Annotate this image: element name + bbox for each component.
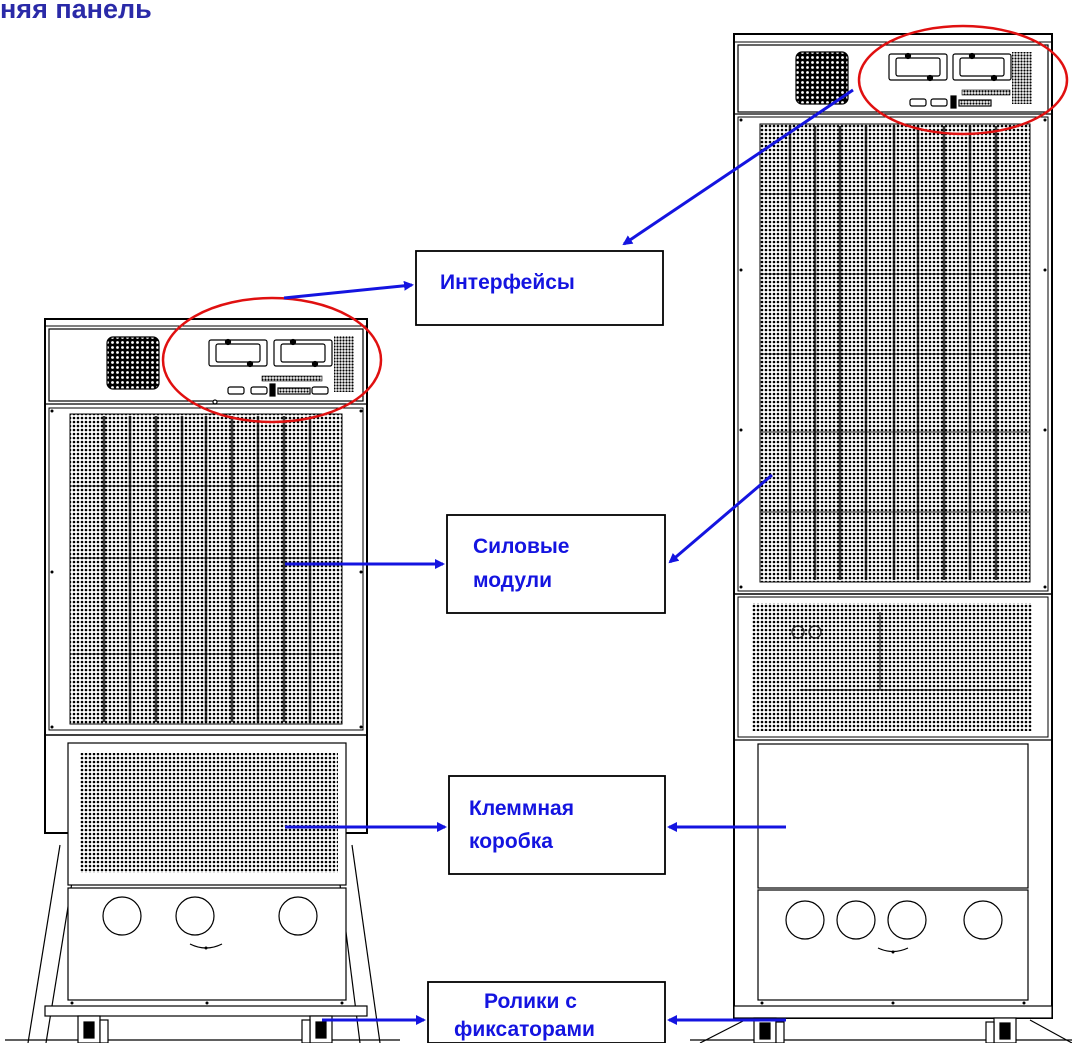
arrow-interfaces-right bbox=[622, 88, 854, 246]
tall-interface-ports bbox=[888, 52, 1032, 109]
small-power-module-dividers bbox=[102, 416, 312, 722]
tall-cable-entry-holes bbox=[785, 900, 1003, 940]
interfaces-box bbox=[415, 250, 664, 326]
arrow-interfaces-left bbox=[283, 280, 414, 300]
arrow-power-modules-right bbox=[668, 473, 773, 564]
casters-box bbox=[427, 981, 666, 1043]
tall-power-module-dividers bbox=[788, 126, 998, 580]
power-modules-label-line2: модули bbox=[473, 569, 552, 592]
small-caster-right bbox=[301, 1015, 333, 1043]
small-cabinet bbox=[5, 318, 400, 1043]
interfaces-label: Интерфейсы bbox=[440, 271, 575, 294]
terminal-box-label-line2: коробка bbox=[469, 830, 553, 853]
terminal-box-box bbox=[448, 775, 666, 875]
small-cable-entry-holes bbox=[102, 896, 318, 936]
casters-label-line1: Ролики с bbox=[484, 990, 577, 1013]
tall-cabinet bbox=[690, 33, 1072, 1043]
tall-caster-right bbox=[985, 1017, 1017, 1043]
page-title: няя панель bbox=[0, 0, 152, 24]
power-modules-label-line1: Силовые bbox=[473, 535, 570, 558]
tall-interfaces-highlight bbox=[857, 24, 1069, 136]
callout-arrows bbox=[283, 88, 854, 1025]
terminal-box-label-line1: Клеммная bbox=[469, 797, 574, 820]
small-interfaces-highlight bbox=[161, 296, 383, 424]
small-caster-left bbox=[77, 1015, 109, 1043]
tall-caster-left bbox=[753, 1017, 785, 1043]
casters-label-line2: фиксаторами bbox=[454, 1018, 595, 1041]
small-fan-grille bbox=[106, 336, 160, 390]
tall-fan-grille bbox=[795, 51, 849, 105]
small-interface-ports bbox=[208, 336, 354, 405]
power-modules-box bbox=[446, 514, 666, 614]
